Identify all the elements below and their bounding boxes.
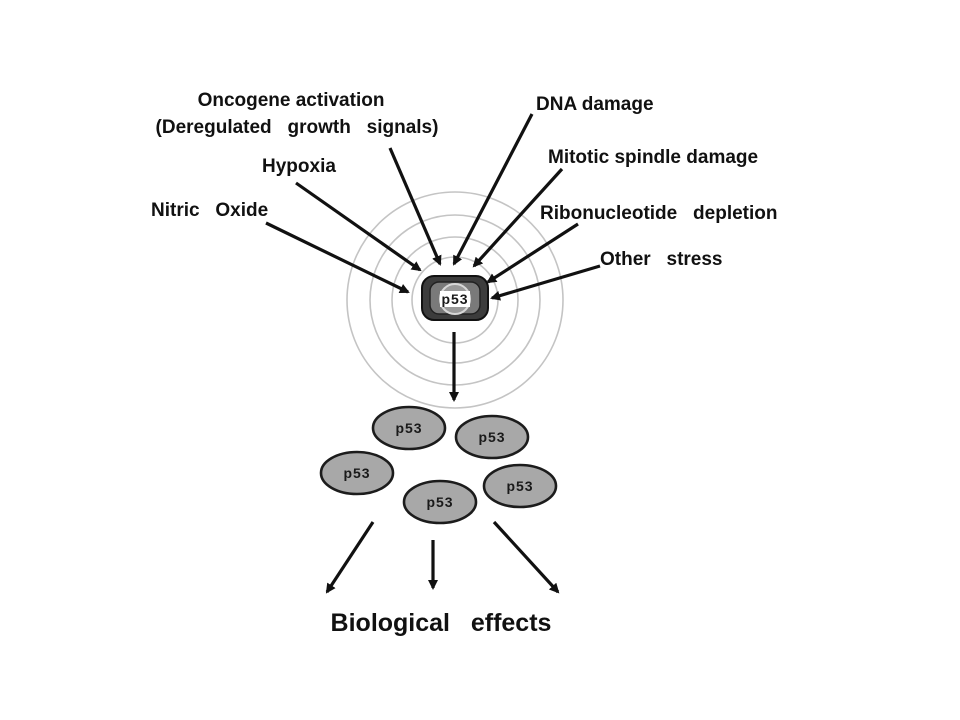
effect-arrows bbox=[325, 520, 560, 594]
dna-damage-label: DNA damage bbox=[536, 94, 654, 115]
arrow-dna-damage bbox=[452, 113, 534, 266]
p53-oval-label: p53 bbox=[506, 478, 533, 494]
hypoxia-label: Hypoxia bbox=[262, 156, 336, 177]
mitotic-spindle-damage-label: Mitotic spindle damage bbox=[548, 147, 758, 168]
p53-oval-label: p53 bbox=[426, 494, 453, 510]
arrow-nitric-oxide bbox=[265, 221, 410, 294]
arrow-mitotic bbox=[472, 167, 564, 268]
p53-oval: p53 bbox=[402, 479, 478, 525]
nitric-oxide-label: Nitric Oxide bbox=[151, 200, 268, 221]
arrow-ribonucleotide bbox=[486, 222, 579, 284]
biological-effects-label: Biological effects bbox=[331, 609, 552, 637]
arrow-effect-left bbox=[325, 521, 375, 594]
p53-oval-label: p53 bbox=[343, 465, 370, 481]
p53-oval-label: p53 bbox=[478, 429, 505, 445]
deregulated-growth-label: (Deregulated growth signals) bbox=[156, 117, 439, 138]
stress-ring-1 bbox=[346, 191, 564, 409]
oncogene-activation-label: Oncogene activation bbox=[198, 90, 385, 111]
p53-oval: p53 bbox=[482, 463, 558, 509]
other-stress-label: Other stress bbox=[600, 249, 723, 270]
arrow-effect-right bbox=[492, 520, 560, 594]
p53-oval: p53 bbox=[454, 414, 530, 460]
arrow-hypoxia bbox=[295, 181, 422, 272]
arrow-other-stress bbox=[490, 264, 601, 301]
p53-oval: p53 bbox=[319, 450, 395, 496]
activated-p53-group: p53 p53 p53 p53 p53 bbox=[319, 405, 558, 525]
arrow-oncogene bbox=[388, 147, 442, 266]
stress-arrows bbox=[265, 113, 601, 301]
p53-oval-label: p53 bbox=[395, 420, 422, 436]
p53-oval: p53 bbox=[371, 405, 447, 451]
ribonucleotide-depletion-label: Ribonucleotide depletion bbox=[540, 203, 778, 224]
p53-center-label: p53 bbox=[441, 291, 468, 307]
p53-center-box: p53 bbox=[421, 275, 489, 321]
